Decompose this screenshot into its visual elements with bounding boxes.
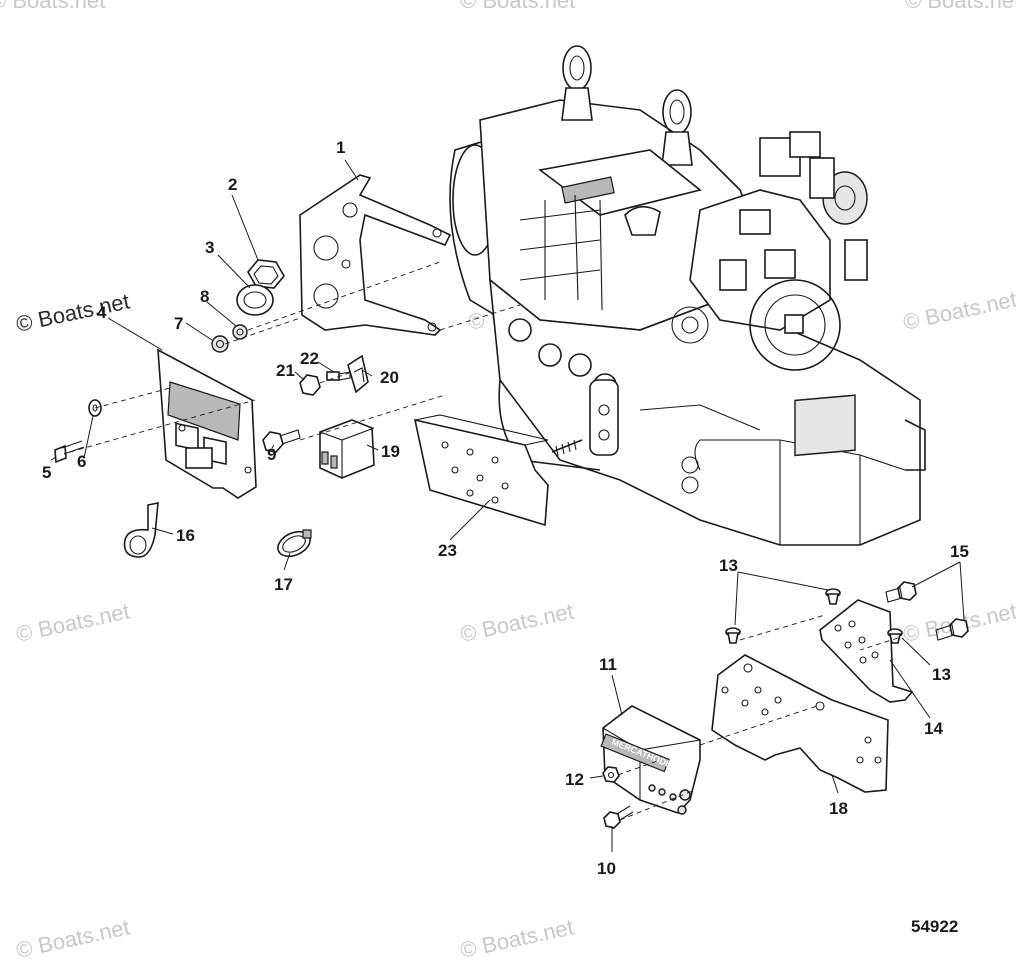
callout-16: 16 [176, 526, 195, 545]
nut-part-21 [299, 374, 321, 396]
callout-10: 10 [597, 859, 616, 878]
screw-part-13-right [887, 628, 903, 644]
engine-block-illustration [449, 45, 926, 546]
leader-lines [50, 159, 965, 852]
nut-part-7 [211, 335, 229, 353]
ecm-module-part-4 [157, 348, 257, 499]
callout-1: 1 [336, 138, 345, 157]
watermark: © Boats.net [458, 598, 576, 646]
hose-clamp-part-17 [277, 529, 312, 558]
nut-part-12 [602, 766, 620, 783]
ring-washer-part-3 [236, 284, 274, 316]
watermark: © Boats.net [0, 0, 105, 13]
callout-22: 22 [300, 349, 319, 368]
callout-15: 15 [950, 542, 969, 561]
callout-14: 14 [924, 719, 943, 738]
callout-19: 19 [381, 442, 400, 461]
watermark: © Boats.net [14, 914, 132, 962]
callout-12: 12 [565, 770, 584, 789]
callout-numbers: 1 2 3 4 5 6 7 8 9 10 11 12 13 13 14 15 1… [42, 138, 969, 878]
clip-part-20 [347, 354, 369, 394]
hex-nut-part-2 [247, 259, 285, 289]
bracket-part-14 [819, 599, 914, 703]
callout-6: 6 [77, 452, 86, 471]
callout-23: 23 [438, 541, 457, 560]
callout-11: 11 [599, 655, 617, 674]
bracket-part-18 [711, 654, 889, 793]
callout-20: 20 [380, 368, 399, 387]
bolt-part-22 [326, 371, 351, 381]
watermark: © Boats.net [460, 0, 575, 13]
watermark: © Boats.net [901, 286, 1016, 334]
screw-part-13-left [725, 627, 741, 644]
callout-4: 4 [97, 303, 107, 322]
bolt-part-15-upper [885, 581, 917, 603]
relay-part-19 [319, 419, 375, 479]
screw-part-13-upper [825, 588, 841, 605]
nut-part-8 [232, 324, 248, 340]
bolt-part-9 [262, 429, 301, 453]
alignment-lines [69, 261, 899, 821]
callout-7: 7 [174, 314, 183, 333]
p-clip-part-16 [123, 502, 159, 558]
callout-8: 8 [200, 287, 209, 306]
figure-number: 54922 [911, 917, 958, 936]
mercathode-module-part-11: MERCATHODE [600, 705, 701, 815]
callout-21: 21 [276, 361, 295, 380]
mounting-plate-part-23 [413, 414, 583, 527]
bolt-part-15-lower [935, 618, 969, 641]
callout-2: 2 [228, 175, 237, 194]
watermark: © Boats.net [14, 598, 132, 646]
mounting-bracket-part-1 [299, 174, 452, 336]
bolt-part-10 [603, 805, 634, 829]
watermark: © Boats.net [458, 914, 576, 962]
bolt-part-5 [54, 440, 85, 464]
callout-18: 18 [829, 799, 848, 818]
callout-13-lower: 13 [932, 665, 951, 684]
watermark: © Boats.net [14, 288, 132, 336]
watermark: © Boats.net [905, 0, 1016, 13]
callout-13-upper: 13 [719, 556, 738, 575]
callout-5: 5 [42, 463, 51, 482]
callout-17: 17 [274, 575, 293, 594]
callout-9: 9 [267, 445, 276, 464]
callout-3: 3 [205, 238, 214, 257]
